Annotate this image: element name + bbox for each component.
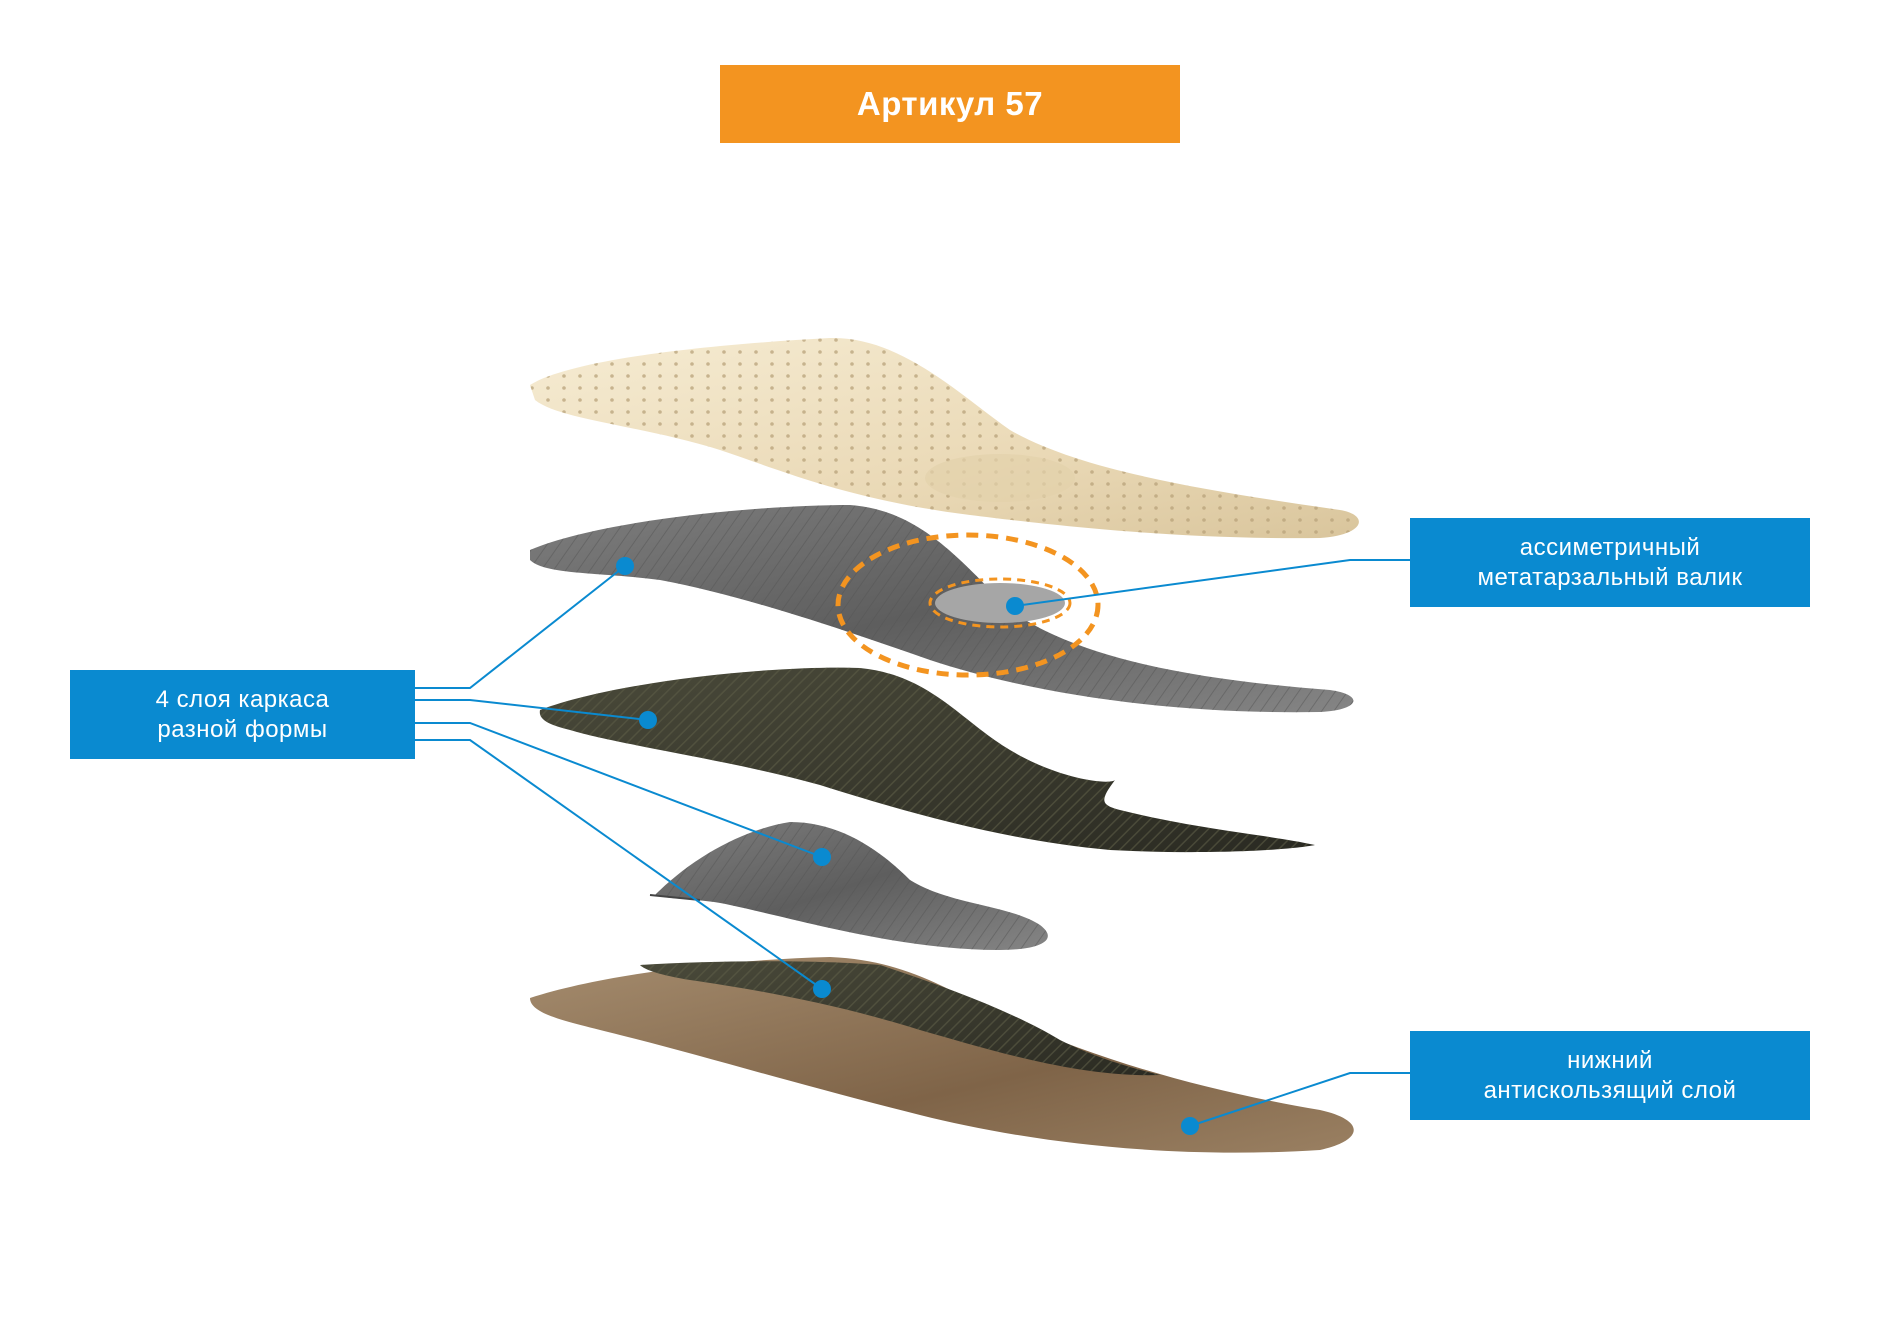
label-bottom-layer: нижний антискользящий слой	[1410, 1031, 1810, 1120]
label-bottom-line2: антискользящий слой	[1484, 1076, 1737, 1106]
layer-gray-frame-3	[650, 822, 1048, 950]
label-bottom-line1: нижний	[1567, 1046, 1653, 1076]
label-metatarsal-pad: ассиметричный метатарзальный валик	[1410, 518, 1810, 607]
layer-top-cover	[530, 338, 1359, 538]
layer-bottom-antislip	[530, 957, 1354, 1153]
marker-dot-frame-2	[639, 711, 657, 729]
label-metatarsal-line2: метатарзальный валик	[1478, 563, 1743, 593]
marker-dot-frame-1	[616, 557, 634, 575]
leader-metatarsal	[1015, 560, 1410, 606]
label-metatarsal-line1: ассиметричный	[1520, 533, 1700, 563]
leader-frame-1	[415, 566, 625, 688]
label-frame-line2: разной формы	[157, 715, 327, 745]
marker-dot-bottom	[1181, 1117, 1199, 1135]
metatarsal-pad	[935, 583, 1065, 623]
marker-dot-frame-4	[813, 980, 831, 998]
label-frame-layers: 4 слоя каркаса разной формы	[70, 670, 415, 759]
marker-dot-frame-3	[813, 848, 831, 866]
marker-dot-metatarsal	[1006, 597, 1024, 615]
label-frame-line1: 4 слоя каркаса	[156, 685, 330, 715]
